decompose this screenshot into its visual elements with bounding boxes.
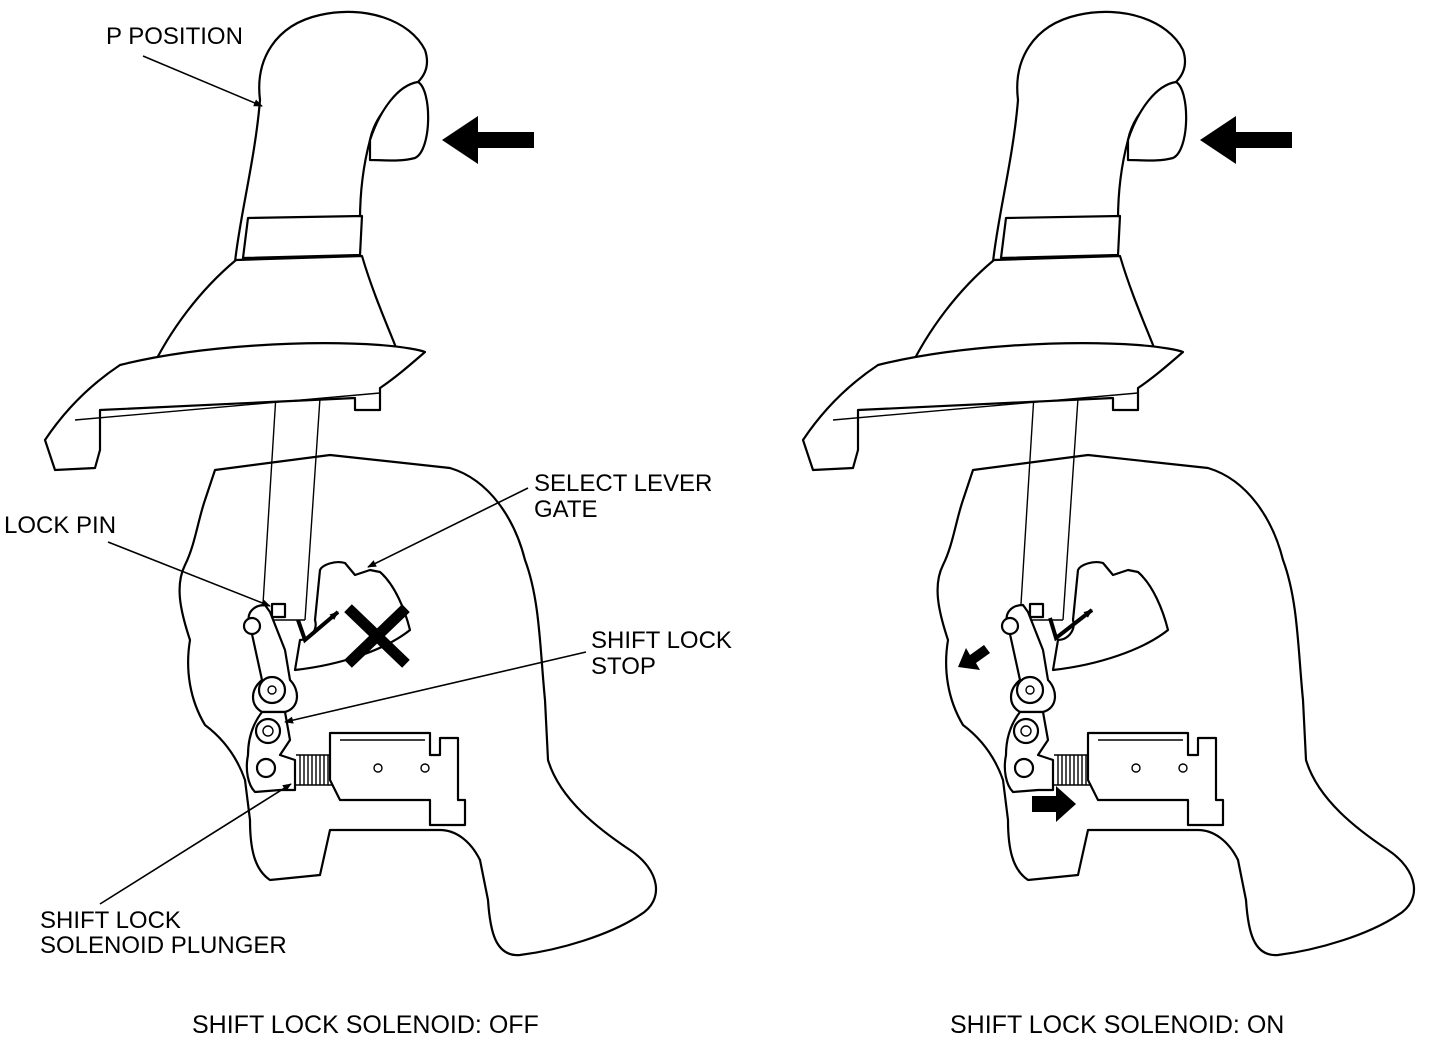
label-plunger-line2: SOLENOID PLUNGER [40,932,287,959]
label-select-lever-gate-line1: SELECT LEVER [534,470,712,497]
label-lock-pin: LOCK PIN [4,512,116,539]
caption-solenoid-on: SHIFT LOCK SOLENOID: ON [950,1011,1284,1039]
assembly-solenoid-on [801,10,1416,957]
label-select-lever-gate-line2: GATE [534,496,598,523]
label-p-position: P POSITION [106,23,243,50]
curved-arrow-icon [296,610,340,644]
label-plunger-line1: SHIFT LOCK [40,907,181,934]
curved-arrow-icon-right [1048,608,1094,642]
plunger-arrow-icon [1032,786,1076,822]
push-arrow-icon [442,116,534,164]
assembly-solenoid-off [43,10,658,957]
push-arrow-icon-right [1200,116,1292,164]
label-shift-lock-stop-line1: SHIFT LOCK [591,627,732,654]
label-shift-lock-stop-line2: STOP [591,653,656,680]
blocked-x-icon [344,604,410,668]
caption-solenoid-off: SHIFT LOCK SOLENOID: OFF [192,1011,539,1039]
lever-release-arrow-icon [958,645,990,670]
